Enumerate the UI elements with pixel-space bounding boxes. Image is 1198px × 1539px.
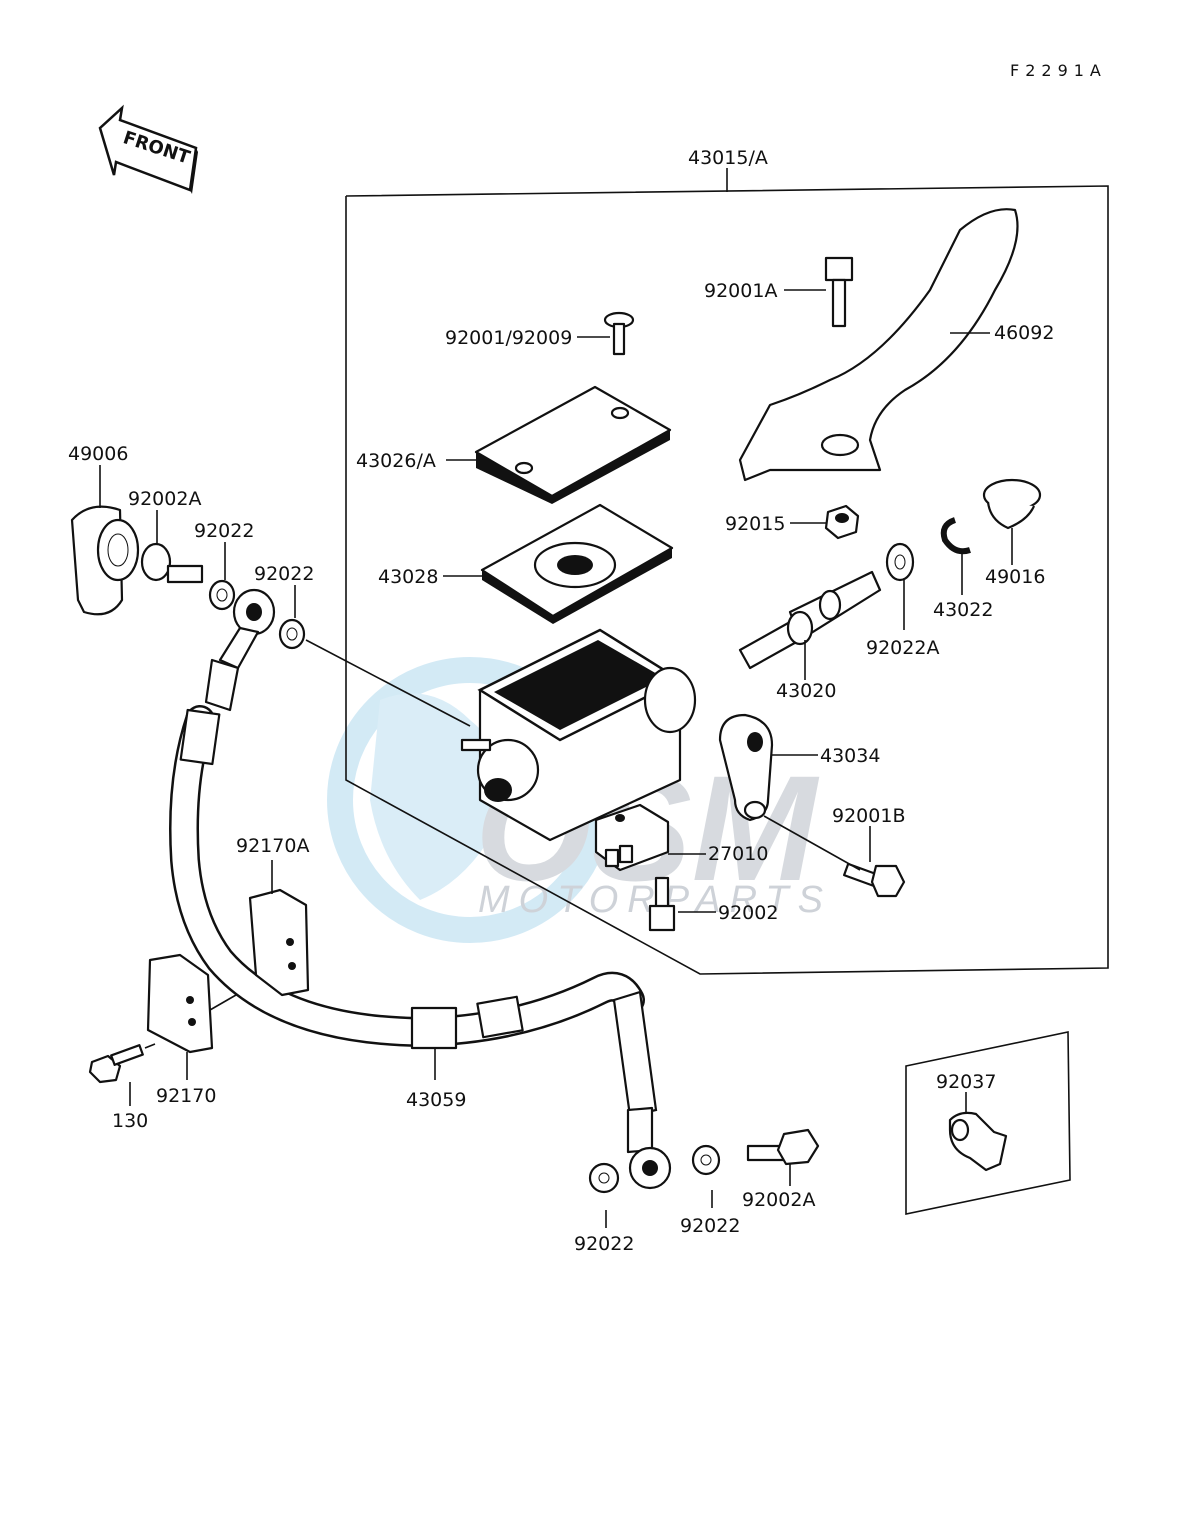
washer-92022-b xyxy=(278,618,306,650)
bolt-130 xyxy=(88,1044,144,1084)
diaphragm-43028 xyxy=(480,503,674,624)
clamp-43034 xyxy=(718,713,774,822)
label-92022-c: 92022 xyxy=(574,1233,634,1255)
diagram-code: F2291A xyxy=(1010,61,1107,80)
label-92002A-bottom: 92002A xyxy=(742,1189,815,1211)
label-49016: 49016 xyxy=(985,566,1045,588)
label-92001B: 92001B xyxy=(832,805,905,827)
label-92001A: 92001A xyxy=(704,280,777,302)
cap-49006 xyxy=(70,505,140,616)
label-92037: 92037 xyxy=(936,1071,996,1093)
label-27010: 27010 xyxy=(708,843,768,865)
brake-hose-43059 xyxy=(169,705,658,1118)
label-43034: 43034 xyxy=(820,745,880,767)
label-92022A: 92022A xyxy=(866,637,939,659)
cap-43026A xyxy=(474,385,672,504)
label-92002: 92002 xyxy=(718,902,778,924)
label-92015: 92015 xyxy=(725,513,785,535)
washer-92022-d xyxy=(691,1144,721,1176)
banjo-bolt-92002A-bottom xyxy=(746,1128,820,1166)
label-92170A: 92170A xyxy=(236,835,309,857)
label-43059: 43059 xyxy=(406,1089,466,1111)
screw-92001-92009 xyxy=(603,311,635,356)
label-43026A: 43026/A xyxy=(356,450,436,472)
label-92022-d: 92022 xyxy=(680,1215,740,1237)
boot-49016 xyxy=(982,478,1042,530)
nut-92015 xyxy=(824,504,860,540)
banjo-fitting-bottom xyxy=(626,1106,672,1190)
lever-46092 xyxy=(738,208,1019,482)
front-arrow-icon: FRONT xyxy=(98,104,198,194)
label-92170: 92170 xyxy=(156,1085,216,1107)
label-49006: 49006 xyxy=(68,443,128,465)
bolt-92001A xyxy=(824,256,854,328)
bolt-92001B xyxy=(842,862,906,898)
washer-92022A xyxy=(885,542,915,582)
master-cylinder-body xyxy=(460,628,697,842)
label-92022-a: 92022 xyxy=(194,520,254,542)
washer-92022-c xyxy=(588,1162,620,1194)
label-92001-92009: 92001/92009 xyxy=(445,327,572,349)
label-43022: 43022 xyxy=(933,599,993,621)
washer-92022-a xyxy=(208,579,236,611)
assembly-box xyxy=(345,168,1109,975)
bracket-92170 xyxy=(146,953,214,1054)
screw-92002 xyxy=(648,876,676,932)
banjo-fitting-top xyxy=(204,588,276,712)
assembly-label: 43015/A xyxy=(688,147,768,169)
circlip-43022 xyxy=(940,517,971,555)
bracket-92170A xyxy=(248,888,310,997)
inset-box-92037 xyxy=(905,1031,1071,1215)
label-43028: 43028 xyxy=(378,566,438,588)
label-46092: 46092 xyxy=(994,322,1054,344)
label-43020: 43020 xyxy=(776,680,836,702)
label-92002A-top: 92002A xyxy=(128,488,201,510)
label-130: 130 xyxy=(112,1110,148,1132)
label-92022-b: 92022 xyxy=(254,563,314,585)
piston-43020 xyxy=(738,570,882,670)
switch-27010 xyxy=(594,803,670,872)
banjo-bolt-92002A-top xyxy=(140,542,204,584)
